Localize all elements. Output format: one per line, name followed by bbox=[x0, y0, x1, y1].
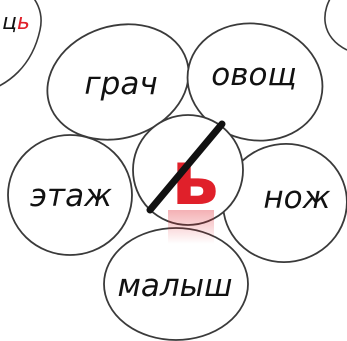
neighbor-flower-right bbox=[325, 0, 347, 50]
petal-word-ovoshch: овощ bbox=[211, 57, 296, 93]
petal-word-grach: грач bbox=[84, 66, 157, 102]
corner-prefix: ц bbox=[2, 10, 17, 35]
petal-word-nozh: нож bbox=[263, 180, 330, 216]
svg-text:ць: ць bbox=[2, 10, 30, 35]
petal-word-malysh: малыш bbox=[117, 268, 232, 304]
corner-soft-sign: ь bbox=[17, 10, 30, 35]
neighbor-flower-left: ць bbox=[0, 0, 41, 96]
petal-word-etazh: этаж bbox=[30, 178, 112, 214]
